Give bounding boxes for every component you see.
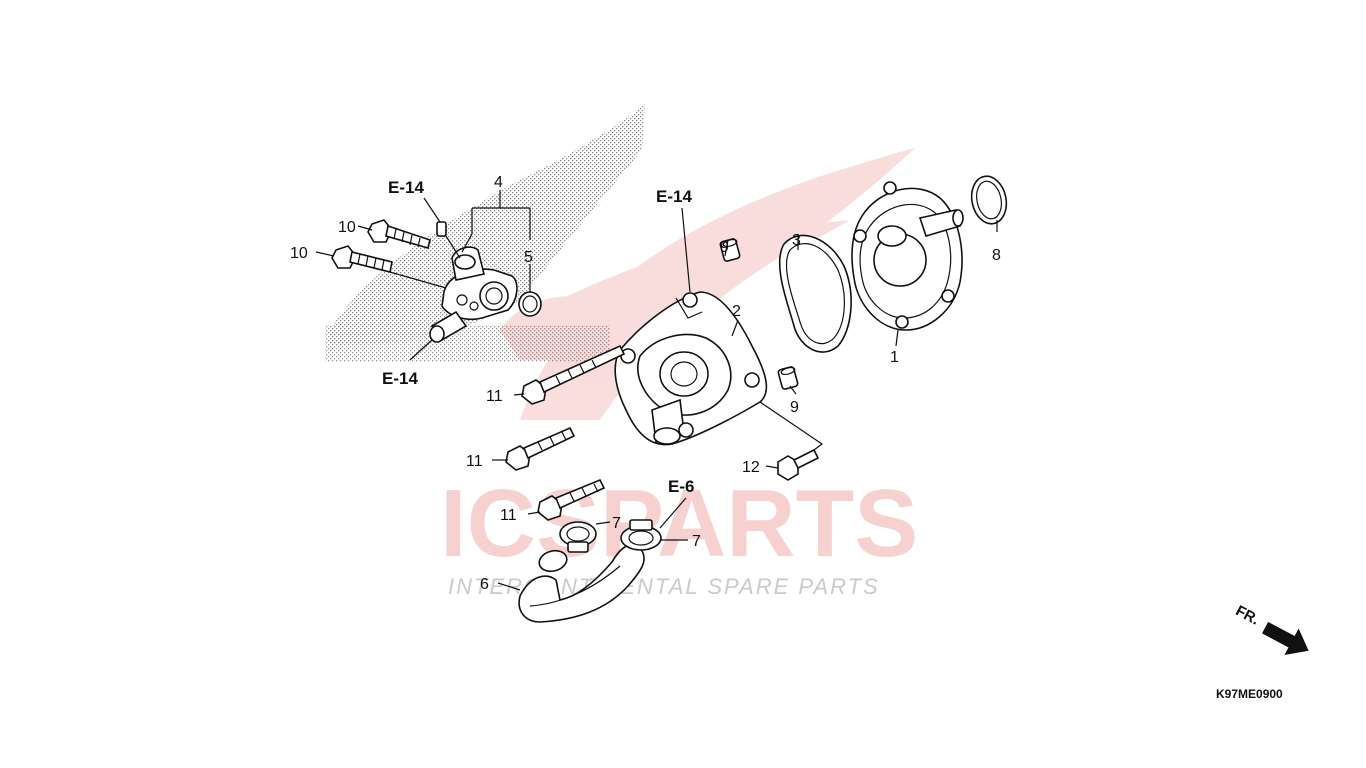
callout-4: 4: [494, 174, 503, 191]
callout-9-upper: 9: [720, 239, 729, 256]
bolt-11-bottom: [537, 478, 606, 521]
ref-e6: E-6: [668, 477, 694, 496]
watermark-brand: ICSPARTS: [440, 470, 918, 577]
callout-12: 12: [742, 459, 760, 476]
callout-6: 6: [480, 576, 489, 593]
callout-10-lower: 10: [290, 245, 308, 262]
callout-7-left: 7: [612, 515, 621, 532]
gasket-3: [778, 234, 852, 353]
callout-11-middle: 11: [466, 453, 483, 470]
callout-1: 1: [890, 349, 899, 366]
callout-8: 8: [992, 247, 1001, 264]
callout-9-lower: 9: [790, 399, 799, 416]
bolt-10-upper: [367, 219, 431, 249]
callout-3: 3: [792, 232, 801, 249]
dotted-wing-watermark: [325, 104, 645, 362]
callout-2: 2: [732, 303, 741, 320]
callout-11-bottom: 11: [500, 507, 517, 524]
front-direction-indicator: FR.: [1233, 602, 1309, 656]
callout-7-right: 7: [692, 533, 701, 550]
front-label: FR.: [1233, 602, 1262, 628]
callout-11-top: 11: [486, 388, 503, 405]
thermostat-housing-assembly: [429, 221, 518, 343]
dowel-pin-9-lower: [777, 366, 799, 390]
bolt-11-top: [521, 344, 626, 405]
watermark-tagline: INTERCONTINENTAL SPARE PARTS: [448, 574, 880, 599]
clamp-7-left: [559, 521, 597, 553]
callout-5: 5: [524, 249, 533, 266]
bolt-10-lower: [331, 245, 393, 273]
water-pump-1: [851, 181, 964, 331]
bolt-11-middle: [505, 426, 576, 471]
callout-10-upper: 10: [338, 219, 356, 236]
o-ring-5: [518, 291, 542, 317]
ref-e14-bottom-left: E-14: [382, 369, 418, 388]
front-arrow-icon: [1262, 621, 1309, 656]
ref-e14-center: E-14: [656, 187, 692, 206]
o-ring-8: [970, 175, 1008, 225]
diagram-code: K97ME0900: [1216, 687, 1283, 701]
bolt-12: [777, 448, 820, 481]
hose-6: [518, 544, 645, 623]
ref-e14-top-left: E-14: [388, 178, 424, 197]
clamp-7-right: [620, 519, 662, 551]
water-pump-cover-2: [614, 291, 768, 446]
leader-lines: [315, 190, 998, 591]
